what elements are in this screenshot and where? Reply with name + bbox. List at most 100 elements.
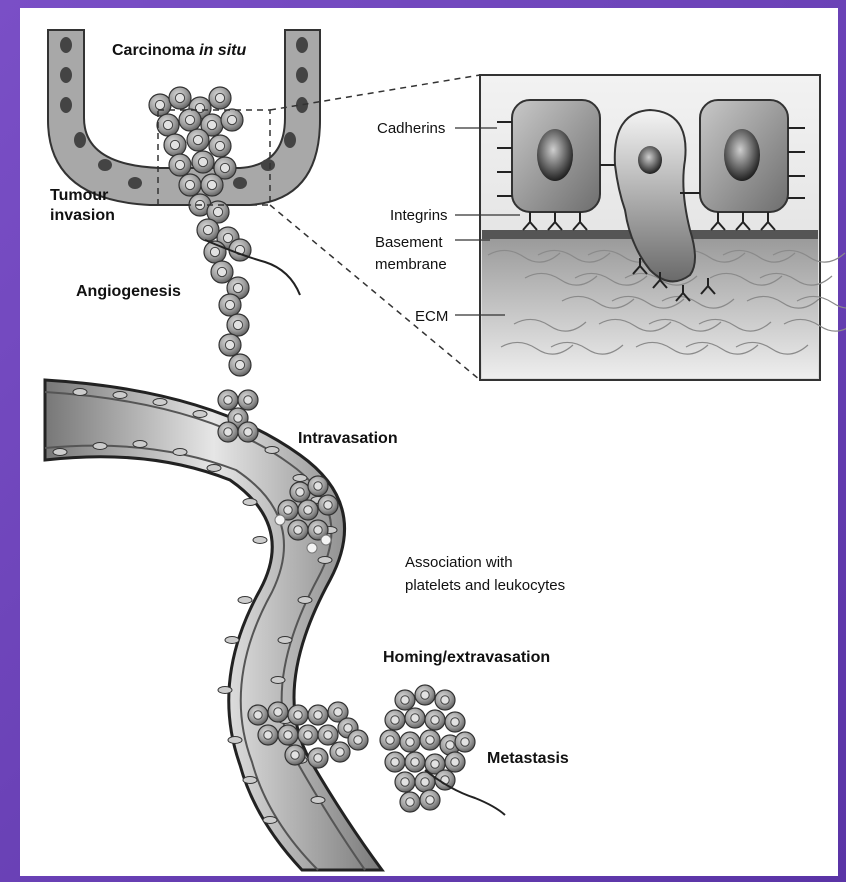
cell-nucleus bbox=[223, 233, 232, 242]
cell-nucleus bbox=[207, 180, 216, 189]
cell-nucleus bbox=[233, 320, 242, 329]
cell-nucleus bbox=[244, 428, 252, 436]
label-angiogenesis: Angiogenesis bbox=[76, 283, 181, 300]
endothelial-nucleus bbox=[253, 537, 267, 544]
cell-nucleus bbox=[175, 93, 184, 102]
cell-nucleus bbox=[217, 267, 226, 276]
endothelial-nucleus bbox=[228, 737, 242, 744]
cell-nucleus bbox=[234, 414, 242, 422]
cell-nucleus bbox=[244, 396, 252, 404]
label-basement-line1: Basement bbox=[375, 234, 443, 251]
endothelial-nucleus bbox=[153, 399, 167, 406]
endothelial-nucleus bbox=[293, 475, 307, 482]
cell-nucleus bbox=[441, 696, 449, 704]
endothelial-nucleus bbox=[243, 777, 257, 784]
cell-nucleus bbox=[203, 225, 212, 234]
cell-nucleus bbox=[446, 741, 454, 749]
cell-nucleus bbox=[391, 716, 399, 724]
cell-nucleus bbox=[421, 691, 429, 699]
endothelial-nucleus bbox=[133, 441, 147, 448]
label-integrins: Integrins bbox=[390, 207, 448, 224]
cell-nucleus bbox=[225, 340, 234, 349]
cell-nucleus bbox=[198, 157, 207, 166]
cell-nucleus bbox=[163, 120, 172, 129]
cell-nucleus bbox=[294, 711, 302, 719]
cell-nucleus bbox=[227, 115, 236, 124]
blood-vessel bbox=[45, 380, 382, 870]
cell-nucleus bbox=[220, 163, 229, 172]
cell-nucleus bbox=[294, 526, 302, 534]
cell-nucleus bbox=[233, 283, 242, 292]
nucleus-right bbox=[724, 129, 760, 181]
cell-nucleus bbox=[185, 180, 194, 189]
endothelial-nucleus bbox=[93, 443, 107, 450]
cell-nucleus bbox=[451, 718, 459, 726]
endothelial-nucleus bbox=[298, 597, 312, 604]
endothelial-nucleus bbox=[271, 677, 285, 684]
endothelial-nucleus bbox=[173, 449, 187, 456]
cell-nucleus bbox=[314, 711, 322, 719]
cell-nucleus bbox=[225, 300, 234, 309]
cell-nucleus bbox=[175, 160, 184, 169]
label-basement-line2: membrane bbox=[375, 256, 447, 273]
label-cadherins: Cadherins bbox=[377, 120, 445, 137]
cell-nucleus bbox=[426, 736, 434, 744]
nucleus-left bbox=[537, 129, 573, 181]
cell-nucleus bbox=[284, 506, 292, 514]
endothelial-nucleus bbox=[207, 465, 221, 472]
cell-nucleus bbox=[284, 731, 292, 739]
cell-nucleus bbox=[401, 696, 409, 704]
endothelial-nucleus bbox=[225, 637, 239, 644]
cell-nucleus bbox=[170, 140, 179, 149]
cell-nucleus bbox=[274, 708, 282, 716]
endothelial-nucleus bbox=[113, 392, 127, 399]
label-carcinoma: Carcinoma in situ bbox=[112, 42, 246, 59]
cell-nucleus bbox=[210, 247, 219, 256]
endothelial-nucleus bbox=[263, 817, 277, 824]
cell-nucleus bbox=[264, 731, 272, 739]
cell-nucleus bbox=[431, 760, 439, 768]
cell-nucleus bbox=[411, 714, 419, 722]
label-association-line1: Association with bbox=[405, 554, 513, 571]
cell-nucleus bbox=[296, 488, 304, 496]
inset-panel bbox=[455, 75, 846, 380]
cell-nucleus bbox=[421, 778, 429, 786]
cell-nucleus bbox=[411, 758, 419, 766]
endothelial-nucleus bbox=[53, 449, 67, 456]
label-metastasis: Metastasis bbox=[487, 750, 569, 767]
cell-nucleus bbox=[386, 736, 394, 744]
endothelial-nucleus bbox=[311, 797, 325, 804]
cell-nucleus bbox=[344, 724, 352, 732]
cell-nucleus bbox=[391, 758, 399, 766]
cell-nucleus bbox=[193, 135, 202, 144]
label-association-line2: platelets and leukocytes bbox=[405, 577, 565, 594]
cell-nucleus bbox=[314, 482, 322, 490]
endothelial-nucleus bbox=[243, 499, 257, 506]
endothelial-nucleus bbox=[265, 447, 279, 454]
cell-nucleus bbox=[461, 738, 469, 746]
cell-nucleus bbox=[155, 100, 164, 109]
cell-nucleus bbox=[235, 360, 244, 369]
tumour-cell-cluster bbox=[149, 87, 251, 376]
nucleus-invading bbox=[638, 146, 662, 174]
cell-nucleus bbox=[406, 738, 414, 746]
cell-nucleus bbox=[215, 141, 224, 150]
cell-nucleus bbox=[401, 778, 409, 786]
platelet bbox=[275, 515, 285, 525]
platelet bbox=[307, 543, 317, 553]
cell-nucleus bbox=[406, 798, 414, 806]
cell-nucleus bbox=[213, 207, 222, 216]
cell-nucleus bbox=[254, 711, 262, 719]
cell-nucleus bbox=[451, 758, 459, 766]
label-homing: Homing/extravasation bbox=[383, 649, 550, 666]
label-ecm: ECM bbox=[415, 308, 448, 325]
cell-nucleus bbox=[426, 796, 434, 804]
cell-nucleus bbox=[324, 501, 332, 509]
cell-nucleus bbox=[314, 754, 322, 762]
label-intravasation: Intravasation bbox=[298, 430, 398, 447]
cell-nucleus bbox=[291, 751, 299, 759]
cell-nucleus bbox=[304, 506, 312, 514]
cell-nucleus bbox=[354, 736, 362, 744]
cell-nucleus bbox=[324, 731, 332, 739]
cell-nucleus bbox=[207, 120, 216, 129]
